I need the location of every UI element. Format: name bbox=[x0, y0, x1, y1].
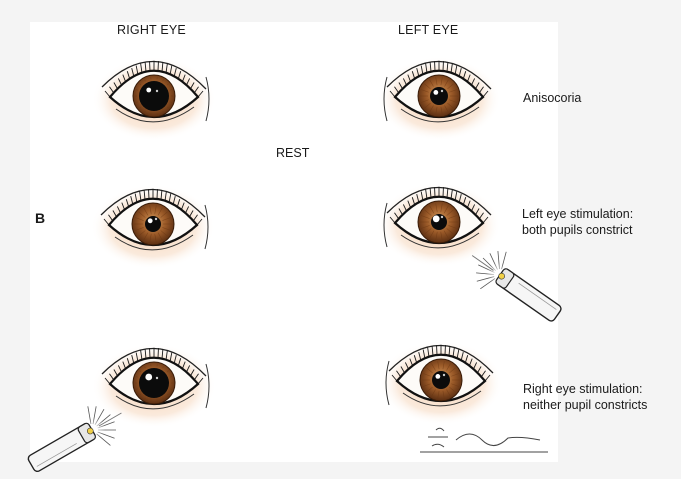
caption-row-2-line-1: Left eye stimulation: bbox=[522, 207, 633, 222]
left-eye-right-stim bbox=[379, 341, 503, 425]
caption-row-1-line-1: Anisocoria bbox=[523, 91, 581, 106]
left-eye-right-stim-reflection bbox=[435, 374, 440, 379]
caption-row-2-line-2: both pupils constrict bbox=[522, 223, 632, 238]
left-eye-left-stim-pupil bbox=[431, 214, 447, 230]
right-eye-right-stim bbox=[92, 344, 216, 428]
caption-row-3-line-2: neither pupil constricts bbox=[523, 398, 647, 413]
right-eye-left-stim bbox=[91, 185, 215, 269]
right-eye-right-stim-reflection-small bbox=[156, 377, 158, 379]
left-eye-left-stim-reflection bbox=[433, 215, 440, 222]
header-left-eye: LEFT EYE bbox=[398, 23, 458, 38]
left-eye-rest-reflection-small bbox=[441, 90, 443, 92]
left-eye-left-stim-reflection-small bbox=[441, 216, 443, 218]
left-eye-left-stim bbox=[377, 183, 501, 267]
left-eye-rest bbox=[377, 57, 501, 141]
right-eye-rest-reflection bbox=[146, 88, 151, 93]
right-eye-right-stim-reflection bbox=[145, 374, 152, 381]
left-eye-rest-pupil bbox=[430, 87, 448, 105]
right-eye-rest-reflection-small bbox=[156, 90, 158, 92]
right-eye-right-stim-pupil bbox=[139, 368, 169, 398]
caption-row-3-line-1: Right eye stimulation: bbox=[523, 382, 643, 397]
right-eye-left-stim-pupil bbox=[145, 216, 161, 232]
right-eye-rest bbox=[92, 57, 216, 141]
right-eye-left-stim-reflection-small bbox=[155, 218, 157, 220]
right-eye-rest-pupil bbox=[139, 81, 169, 111]
rest-label: REST bbox=[276, 146, 309, 161]
left-eye-rest-reflection bbox=[433, 90, 438, 95]
left-eye-right-stim-reflection-small bbox=[443, 374, 445, 376]
header-right-eye: RIGHT EYE bbox=[117, 23, 186, 38]
panel-letter: B bbox=[35, 211, 45, 226]
right-eye-left-stim-reflection bbox=[148, 218, 153, 223]
left-eye-right-stim-pupil bbox=[432, 371, 450, 389]
